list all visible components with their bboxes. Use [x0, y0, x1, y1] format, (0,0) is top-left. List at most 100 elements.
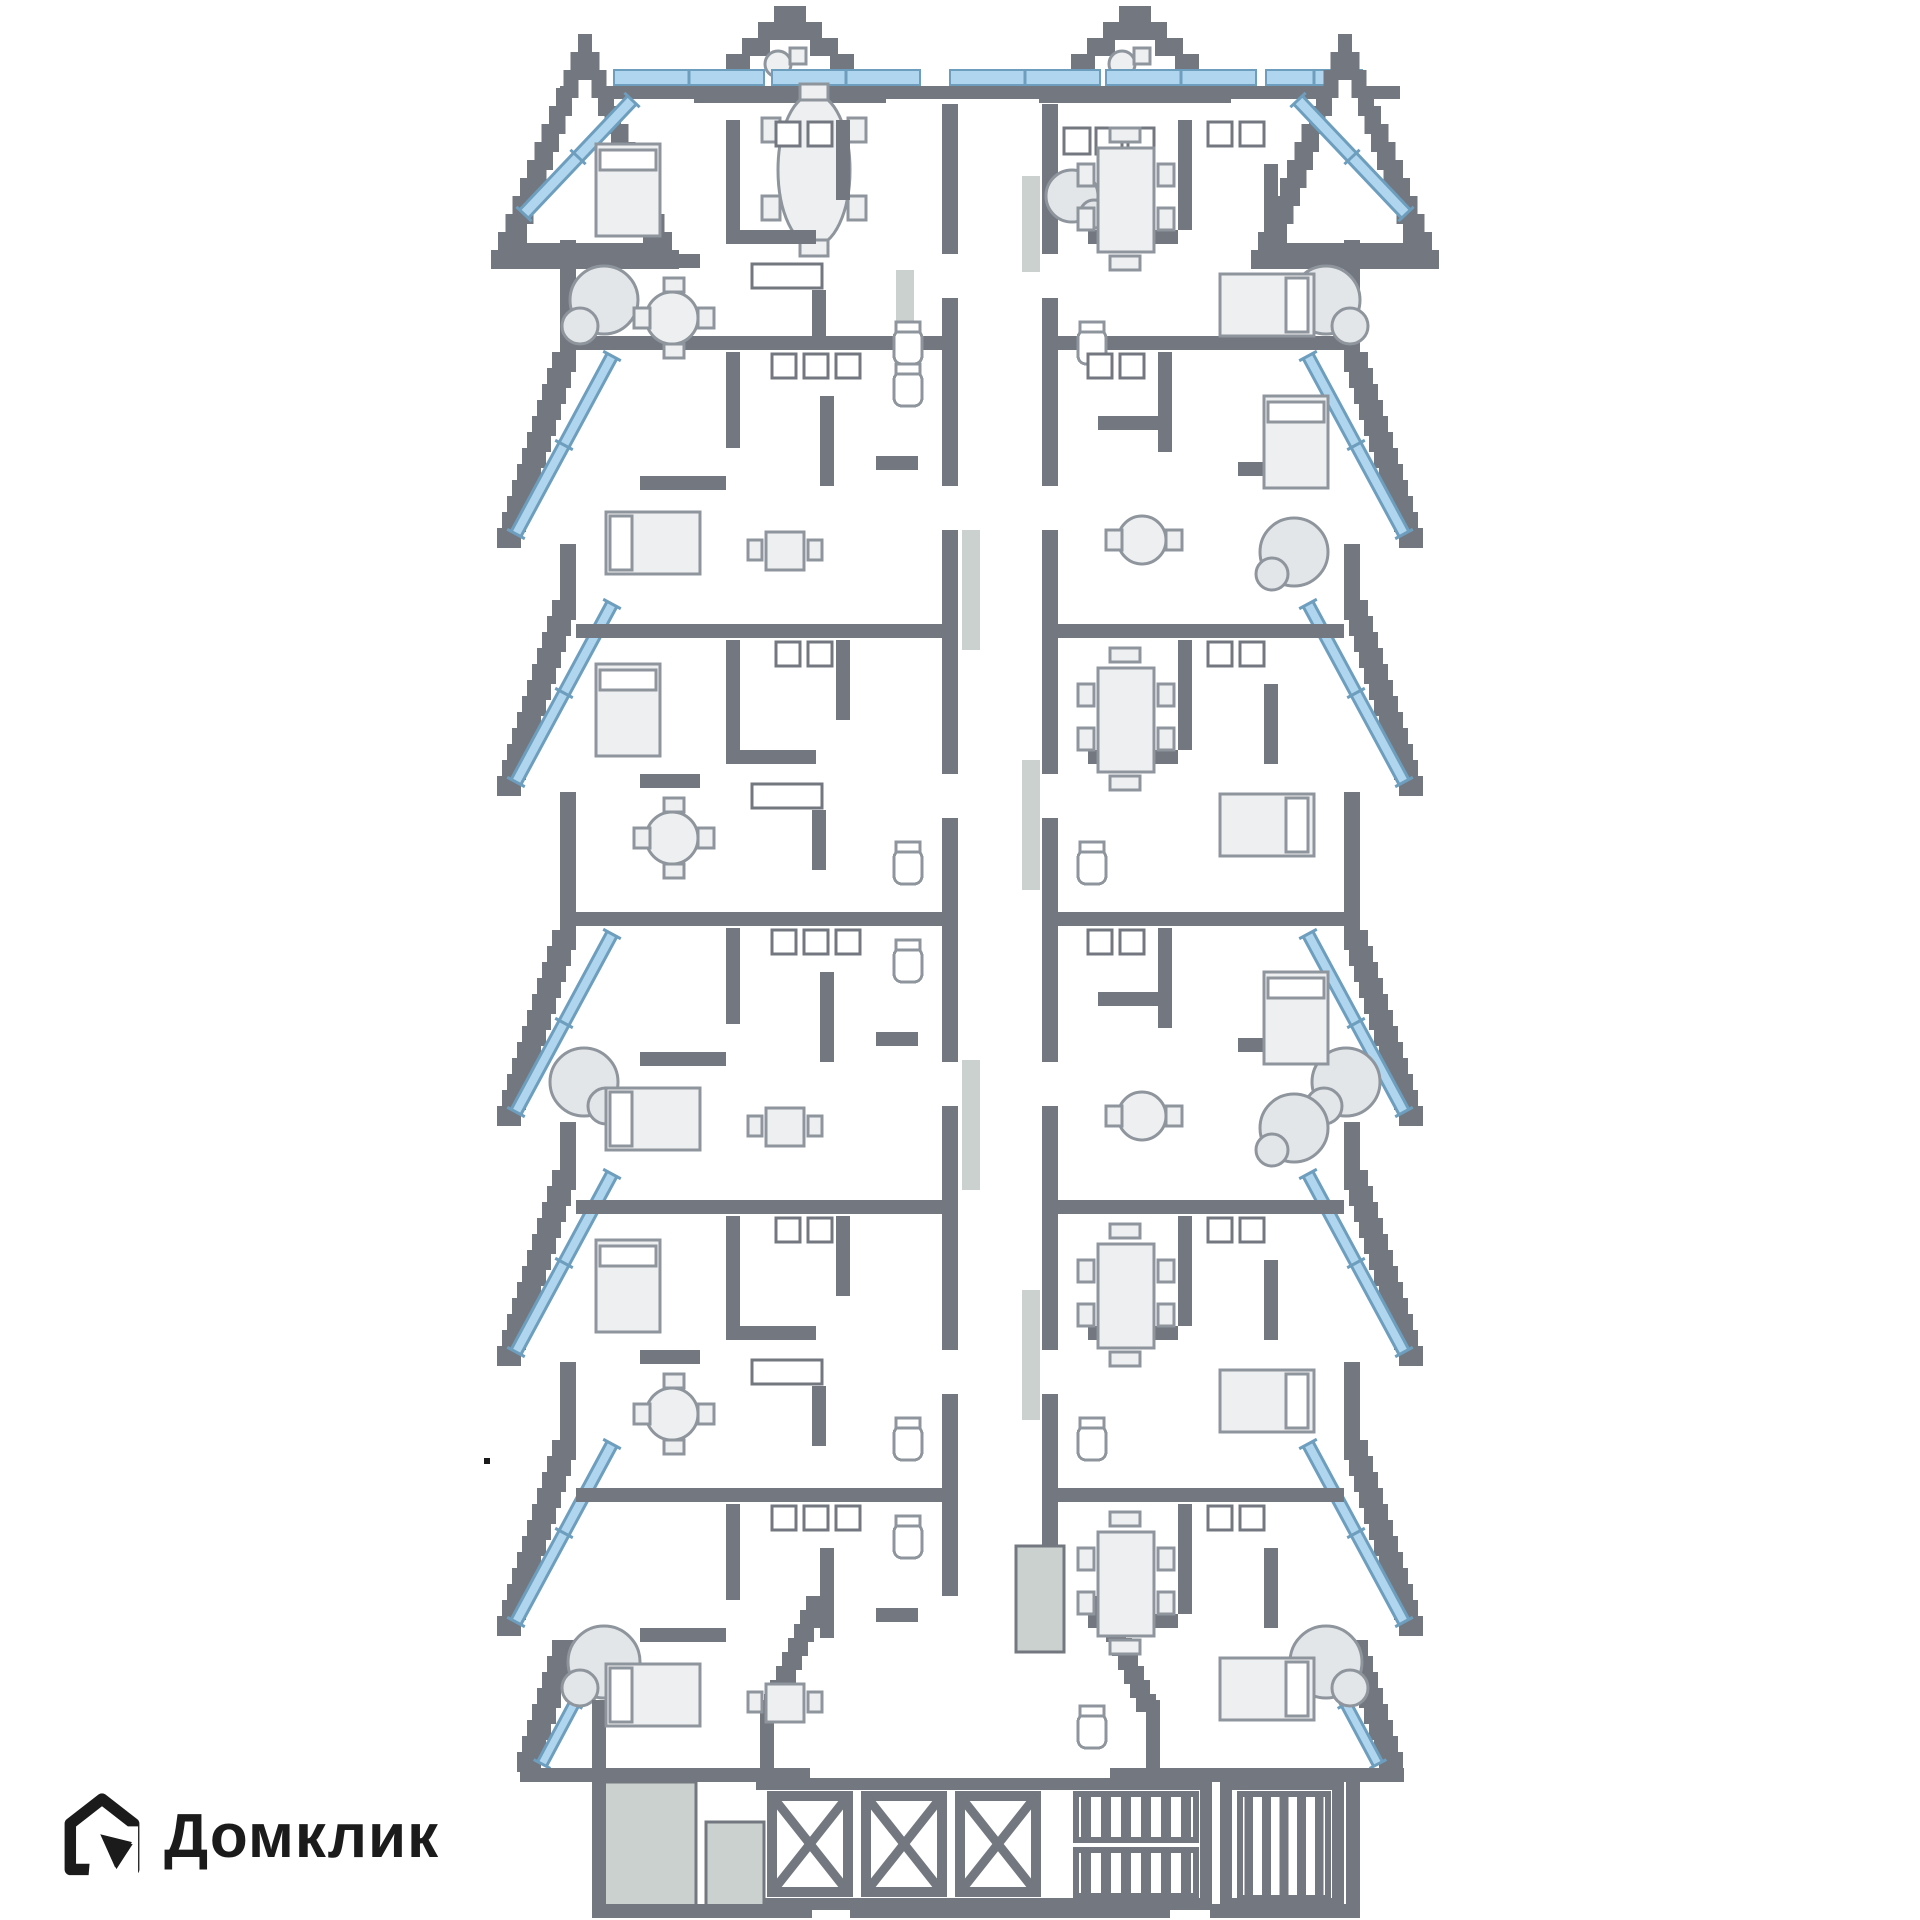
wall: [726, 1326, 816, 1340]
chair: [746, 1114, 764, 1138]
bed-pillow: [1266, 976, 1326, 1000]
balcony-glazing: [602, 1437, 622, 1451]
chair: [1108, 1350, 1142, 1368]
chair: [1156, 1302, 1176, 1328]
chair: [632, 826, 652, 850]
wall: [1264, 684, 1278, 764]
wall: [1098, 416, 1158, 430]
sawtooth-wall: [532, 994, 556, 1014]
table: [764, 1106, 806, 1148]
corridor-wall: [942, 818, 958, 912]
balcony-glazing: [506, 1105, 526, 1119]
service-shaft: [602, 1780, 698, 1908]
balcony-glazing: [1346, 1526, 1366, 1540]
sawtooth-wall: [1349, 368, 1373, 388]
chair: [662, 1438, 686, 1456]
sawtooth-wall: [1369, 1250, 1393, 1270]
chair: [1156, 1258, 1176, 1284]
kitchen-unit: [1118, 928, 1146, 956]
bay-window: [1119, 6, 1151, 23]
wall: [1178, 120, 1192, 230]
balcony-glazing: [554, 438, 574, 452]
staircase: [1073, 1847, 1199, 1899]
outer-wall-left: [560, 792, 576, 930]
kitchen-unit: [770, 928, 798, 956]
sawtooth-wall: [1344, 352, 1368, 372]
balcony-glazing: [1298, 597, 1318, 611]
staircase: [1073, 1791, 1199, 1843]
corner-tower-interior: [1332, 98, 1358, 117]
sawtooth-wall: [1374, 448, 1398, 468]
sawtooth-wall: [532, 416, 556, 436]
balcony-glazing: [569, 148, 587, 166]
bed-pillow: [608, 1666, 634, 1724]
staircase: [1121, 1850, 1131, 1896]
chair: [1108, 254, 1142, 272]
chair: [1076, 1302, 1096, 1328]
toilet: [1076, 1424, 1108, 1462]
sawtooth-wall: [542, 1202, 566, 1222]
toilet: [892, 328, 924, 366]
outer-wall-left: [560, 1362, 576, 1440]
sawtooth-wall: [1364, 664, 1388, 684]
balcony-glazing: [1346, 1256, 1366, 1270]
kitchen-unit: [1118, 352, 1146, 380]
bed-pillow: [598, 668, 658, 692]
wall: [640, 774, 700, 788]
sawtooth-wall: [517, 1752, 541, 1772]
wall: [836, 640, 850, 720]
balcony-glazing: [506, 527, 526, 541]
dining-table: [1096, 146, 1156, 254]
corridor-wall: [1042, 624, 1058, 774]
sawtooth-wall: [1379, 1282, 1403, 1302]
balcony-glazing: [1397, 205, 1415, 223]
corridor-wall: [1042, 1394, 1058, 1488]
sawtooth-wall: [1354, 962, 1378, 982]
outer-wall-right: [1344, 1122, 1360, 1170]
wall: [726, 120, 740, 230]
toilet-tank: [894, 320, 922, 334]
corridor-wall: [942, 336, 958, 486]
bay-window: [1103, 22, 1167, 39]
wall: [726, 1216, 740, 1326]
sawtooth-wall: [1364, 1234, 1388, 1254]
staircase: [1101, 1850, 1111, 1896]
sawtooth-wall: [552, 352, 576, 372]
kitchen-unit: [834, 928, 862, 956]
chair: [746, 1690, 764, 1714]
staircase: [1314, 1794, 1324, 1898]
lobby-step-wall: [794, 1624, 814, 1642]
sawtooth-wall: [552, 1170, 576, 1190]
wall: [640, 476, 726, 490]
sawtooth-wall: [1349, 616, 1373, 636]
stair-wall: [1220, 1778, 1232, 1910]
corridor-wall: [942, 104, 958, 254]
kitchen-unit: [1238, 1504, 1266, 1532]
staircase: [1244, 1794, 1254, 1898]
sawtooth-wall: [1344, 1170, 1368, 1190]
bed-pillow: [608, 1090, 634, 1148]
wall: [876, 1608, 918, 1622]
staircase: [1081, 1794, 1091, 1840]
dining-table: [1096, 1242, 1156, 1350]
sawtooth-wall: [1369, 432, 1393, 452]
sawtooth-wall: [1369, 1520, 1393, 1540]
lobby-wall: [1146, 1700, 1160, 1778]
sawtooth-wall: [517, 712, 541, 732]
chair: [1076, 726, 1096, 752]
balcony-glazing: [506, 775, 526, 789]
corner-tower-interior: [1293, 206, 1397, 225]
wall: [836, 120, 850, 200]
staircase: [1141, 1850, 1151, 1896]
wall: [820, 1548, 834, 1638]
wall: [726, 352, 740, 448]
chair: [1156, 1546, 1176, 1572]
staircase: [1121, 1794, 1131, 1840]
chair: [1156, 206, 1176, 232]
kitchen-unit: [1086, 352, 1114, 380]
balcony-glazing: [602, 597, 622, 611]
corridor-wall: [942, 1394, 958, 1488]
sawtooth-wall: [1364, 1704, 1388, 1724]
lobby-step-wall: [1118, 1652, 1138, 1670]
chair: [662, 342, 686, 360]
